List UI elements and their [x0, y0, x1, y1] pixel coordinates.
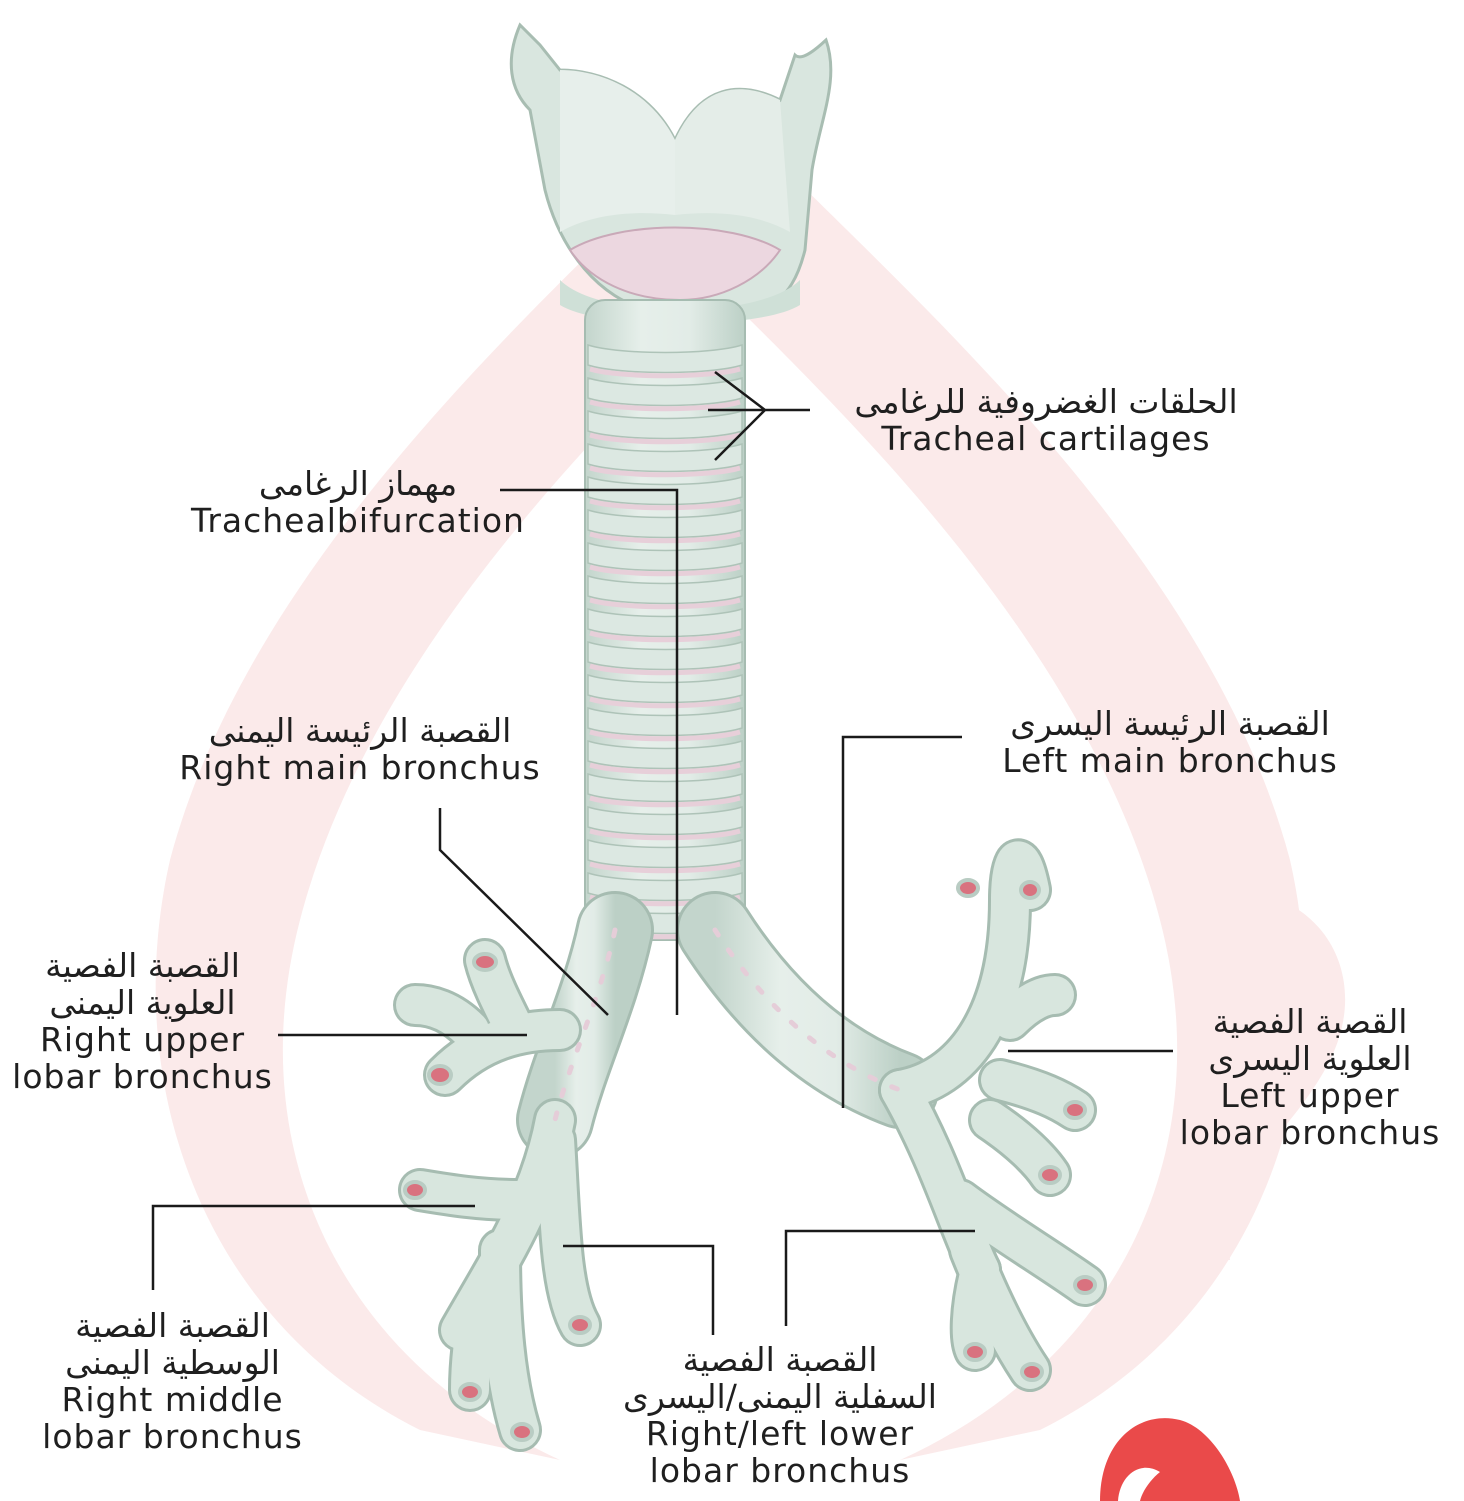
label-lower-lobar-ar2: السفلية اليمنى/اليسرى: [575, 1379, 985, 1416]
label-right-main-bronchus: القصبة الرئيسة اليمنى Right main bronchu…: [160, 713, 560, 787]
label-left-upper-lobar: القصبة الفصية العلوية اليسرى Left upper …: [1165, 1004, 1455, 1152]
label-right-upper-lobar-en1: Right upper: [0, 1022, 285, 1059]
label-right-middle-lobar-en2: lobar bronchus: [25, 1419, 320, 1456]
label-tracheal-cartilages: الحلقات الغضروفية للرغامى Tracheal carti…: [818, 384, 1274, 458]
brand-logo: [1100, 1418, 1240, 1501]
label-right-middle-lobar-ar2: الوسطية اليمنى: [25, 1345, 320, 1382]
label-left-upper-lobar-en1: Left upper: [1165, 1078, 1455, 1115]
label-tracheal-bifurcation: مهماز الرغامى Trachealbifurcation: [168, 466, 548, 540]
label-tracheal-bifurcation-ar: مهماز الرغامى: [168, 466, 548, 503]
label-left-main-bronchus-en: Left main bronchus: [975, 743, 1365, 780]
label-right-upper-lobar-ar2: العلوية اليمنى: [0, 985, 285, 1022]
label-right-upper-lobar-en2: lobar bronchus: [0, 1059, 285, 1096]
label-tracheal-cartilages-en: Tracheal cartilages: [818, 421, 1274, 458]
label-lower-lobar-en2: lobar bronchus: [575, 1453, 985, 1490]
label-right-middle-lobar-en1: Right middle: [25, 1382, 320, 1419]
label-left-upper-lobar-ar2: العلوية اليسرى: [1165, 1041, 1455, 1078]
label-tracheal-cartilages-ar: الحلقات الغضروفية للرغامى: [818, 384, 1274, 421]
label-right-main-bronchus-ar: القصبة الرئيسة اليمنى: [160, 713, 560, 750]
label-lower-lobar-ar1: القصبة الفصية: [575, 1342, 985, 1379]
label-right-main-bronchus-en: Right main bronchus: [160, 750, 560, 787]
label-right-middle-lobar: القصبة الفصية الوسطية اليمنى Right middl…: [25, 1308, 320, 1456]
label-lower-lobar-en1: Right/left lower: [575, 1416, 985, 1453]
label-right-upper-lobar-ar1: القصبة الفصية: [0, 948, 285, 985]
trachea: [585, 300, 745, 940]
label-left-upper-lobar-ar1: القصبة الفصية: [1165, 1004, 1455, 1041]
label-tracheal-bifurcation-en: Trachealbifurcation: [168, 503, 548, 540]
label-right-middle-lobar-ar1: القصبة الفصية: [25, 1308, 320, 1345]
larynx: [511, 25, 831, 324]
label-left-main-bronchus: القصبة الرئيسة اليسرى Left main bronchus: [975, 706, 1365, 780]
label-right-upper-lobar: القصبة الفصية العلوية اليمنى Right upper…: [0, 948, 285, 1096]
label-left-upper-lobar-en2: lobar bronchus: [1165, 1115, 1455, 1152]
label-lower-lobar: القصبة الفصية السفلية اليمنى/اليسرى Righ…: [575, 1342, 985, 1490]
label-left-main-bronchus-ar: القصبة الرئيسة اليسرى: [975, 706, 1365, 743]
